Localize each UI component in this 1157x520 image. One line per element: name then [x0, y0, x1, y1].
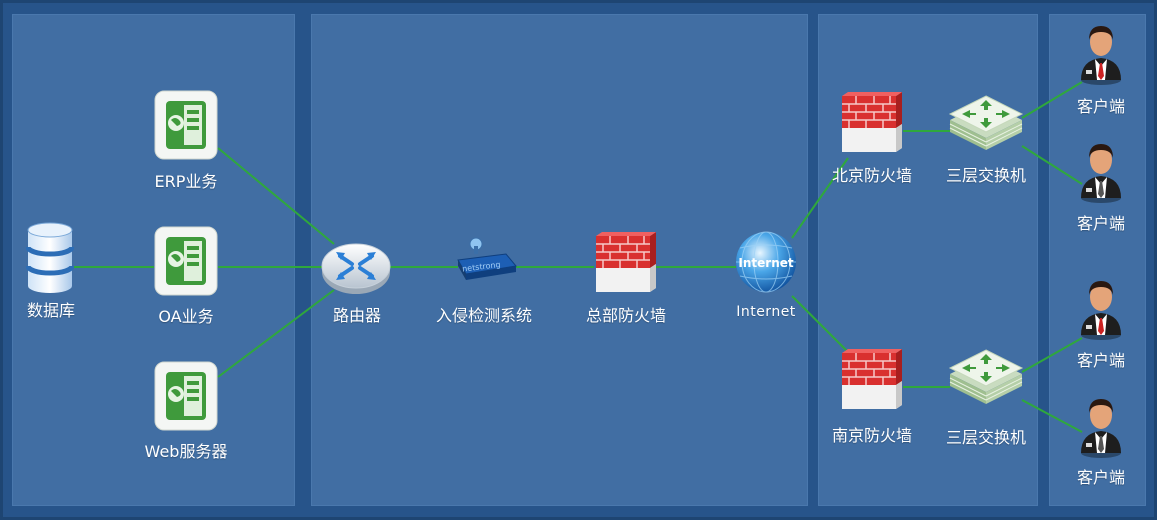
client3-label: 客户端	[1076, 351, 1126, 370]
ids-label: 入侵检测系统	[435, 306, 533, 325]
firewall-icon	[842, 349, 902, 409]
link-internet-bj	[791, 157, 849, 239]
switch-icon	[948, 349, 1024, 404]
hq-firewall-node[interactable]	[594, 230, 658, 298]
user-icon	[1081, 281, 1121, 340]
internet-node[interactable]: Internet	[734, 226, 798, 302]
ids-node[interactable]: netstrong	[454, 236, 520, 284]
client4-label: 客户端	[1076, 468, 1126, 487]
link-nj-switch-client4	[1021, 399, 1083, 433]
server-icon	[154, 226, 218, 296]
firewall-icon	[596, 232, 656, 292]
internet-label: Internet	[736, 304, 796, 320]
router-icon	[321, 243, 391, 294]
globe-text: Internet	[738, 256, 793, 270]
oa-server-node[interactable]	[154, 226, 218, 296]
nj-firewall-node[interactable]	[840, 347, 904, 415]
server-icon	[154, 90, 218, 160]
client1-label: 客户端	[1076, 97, 1126, 116]
client4-node[interactable]	[1078, 393, 1124, 459]
bj-firewall-label: 北京防火墙	[831, 166, 913, 185]
database-node[interactable]	[26, 222, 74, 294]
ids-device-icon: netstrong	[457, 237, 517, 280]
client2-label: 客户端	[1076, 214, 1126, 233]
user-icon	[1081, 399, 1121, 458]
database-icon	[26, 222, 74, 293]
oa-label: OA业务	[158, 307, 214, 326]
web-label: Web服务器	[144, 442, 228, 461]
user-icon	[1081, 26, 1121, 85]
client2-node[interactable]	[1078, 138, 1124, 204]
bj-switch-node[interactable]	[948, 94, 1024, 152]
hq-firewall-label: 总部防火墙	[585, 306, 667, 325]
link-internet-nj	[791, 295, 849, 353]
server-icon	[154, 361, 218, 431]
link-nj-switch-client3	[1021, 337, 1083, 373]
link-bj-switch-client1	[1021, 81, 1083, 119]
database-label: 数据库	[26, 301, 76, 320]
link-web-router	[217, 289, 335, 378]
link-erp-router	[217, 147, 335, 245]
globe-icon: Internet	[736, 231, 796, 293]
nj-firewall-label: 南京防火墙	[831, 426, 913, 445]
client1-node[interactable]	[1078, 20, 1124, 86]
firewall-icon	[842, 92, 902, 152]
erp-server-node[interactable]	[154, 90, 218, 160]
user-icon	[1081, 144, 1121, 203]
bj-switch-label: 三层交换机	[945, 166, 1027, 185]
nj-switch-node[interactable]	[948, 348, 1024, 406]
link-bj-switch-client2	[1021, 145, 1083, 185]
bj-firewall-node[interactable]	[840, 90, 904, 158]
switch-icon	[948, 95, 1024, 150]
web-server-node[interactable]	[154, 361, 218, 431]
router-node[interactable]	[320, 238, 392, 296]
router-label: 路由器	[332, 306, 382, 325]
client3-node[interactable]	[1078, 275, 1124, 341]
panel-core	[311, 14, 808, 506]
erp-label: ERP业务	[154, 172, 218, 191]
nj-switch-label: 三层交换机	[945, 428, 1027, 447]
